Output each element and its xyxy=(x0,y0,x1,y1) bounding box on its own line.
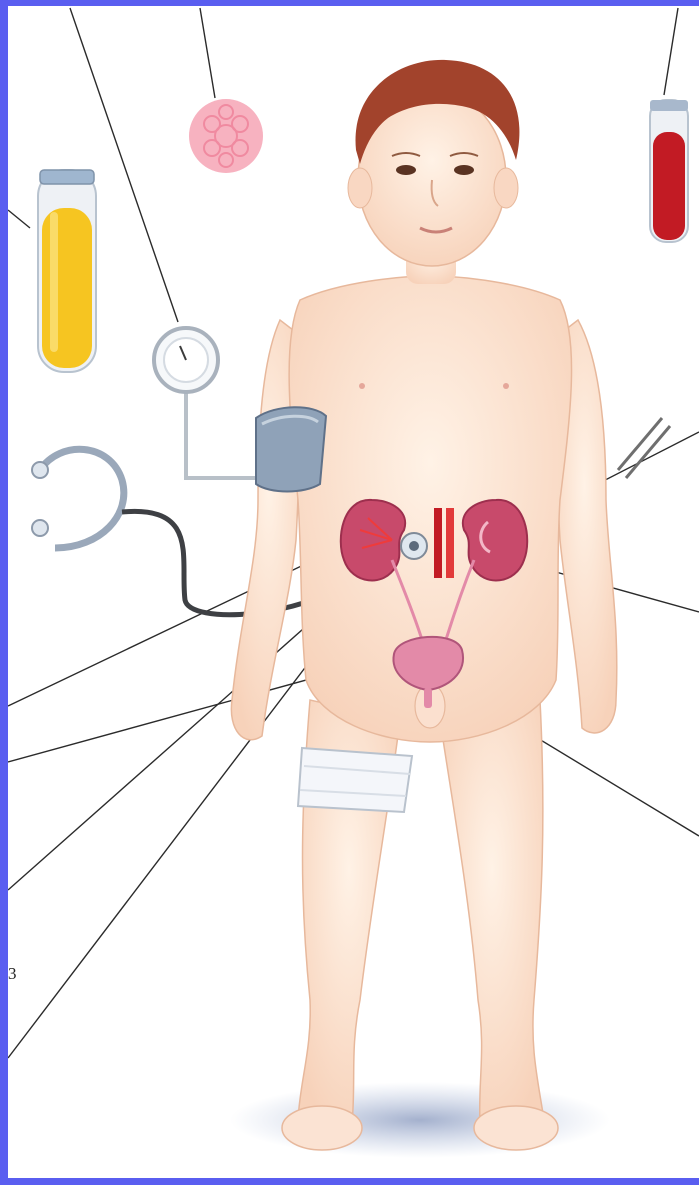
pressure-gauge-icon xyxy=(154,328,265,478)
bandage-icon xyxy=(298,748,412,812)
urine-tube-icon xyxy=(38,170,96,372)
leader-line-cell xyxy=(200,8,215,98)
diagram-canvas xyxy=(8,6,699,1178)
leg-left xyxy=(440,700,544,1124)
diagram-frame: 3 xyxy=(8,6,699,1178)
edge-label: 3 xyxy=(8,964,17,984)
blood-pressure-cuff-icon xyxy=(256,407,326,491)
kidney-left xyxy=(463,500,527,581)
leader-line-urine xyxy=(8,210,30,228)
leader-line-blood xyxy=(664,8,678,95)
blood-tube-icon xyxy=(650,100,688,242)
foot-left xyxy=(474,1106,558,1150)
foot-right xyxy=(282,1106,362,1150)
cell-icon xyxy=(189,99,263,173)
